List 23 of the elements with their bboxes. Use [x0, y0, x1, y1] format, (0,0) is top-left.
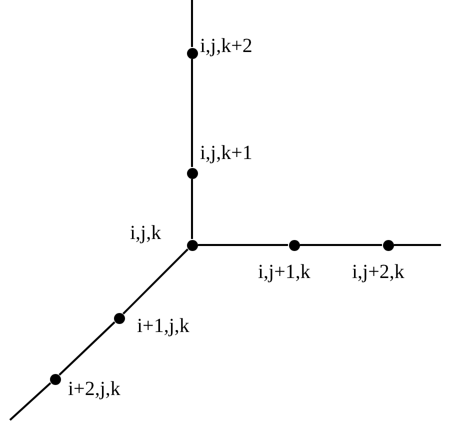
grid-point	[382, 240, 394, 250]
grid-point	[114, 312, 124, 324]
axis-line	[191, 59, 193, 167]
axis-line	[191, 179, 193, 239]
axis-line	[9, 382, 52, 421]
point-label: i+1,j,k	[137, 315, 190, 337]
grid-point	[50, 374, 60, 384]
axis-line	[122, 248, 188, 314]
axis-line	[58, 321, 116, 376]
point-label: i,j,k+2	[200, 35, 252, 57]
point-label: i,j+2,k	[352, 261, 404, 283]
point-label: i,j,k+1	[200, 142, 252, 164]
grid-point	[186, 168, 198, 178]
axis-line	[300, 244, 382, 246]
point-label: i,j+1,k	[258, 261, 310, 283]
axis-line	[394, 244, 441, 246]
axis-line	[191, 0, 193, 47]
axis-line	[198, 244, 288, 246]
grid-point	[186, 240, 198, 250]
grid-point	[288, 240, 300, 250]
grid-point	[186, 48, 198, 58]
point-label: i,j,k	[130, 222, 162, 244]
point-label: i+2,j,k	[68, 378, 120, 400]
